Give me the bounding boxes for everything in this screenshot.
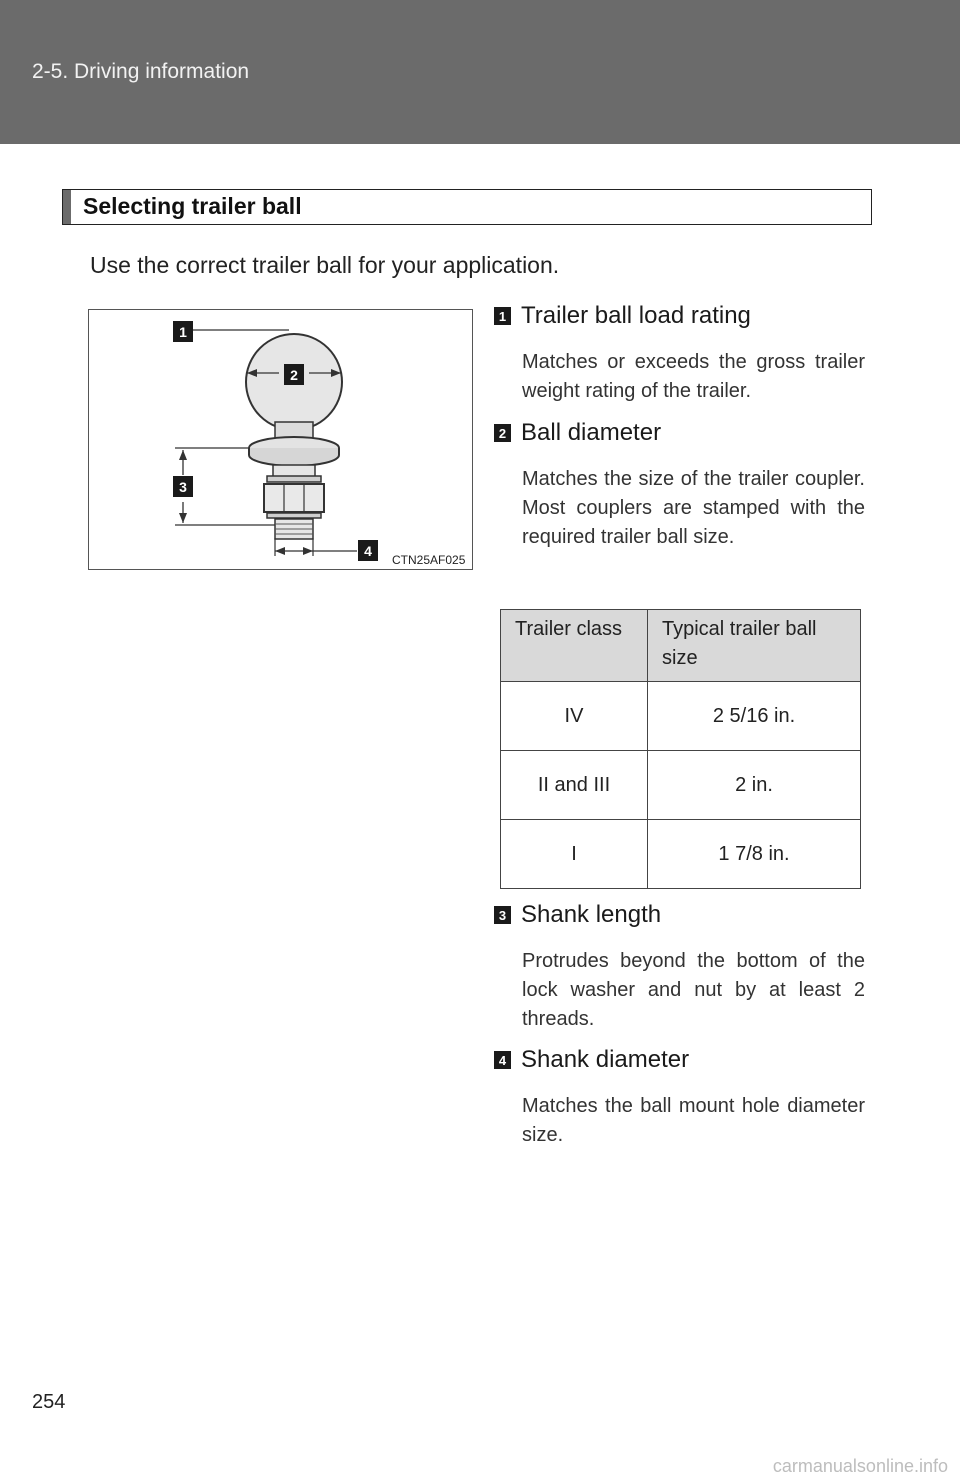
item-1-badge: 1 (494, 307, 511, 325)
item-3-heading: 3 Shank length (494, 901, 661, 929)
item-3-body: Protrudes beyond the bottom of the lock … (522, 950, 865, 1030)
table-cell-size: 2 5/16 in. (647, 681, 861, 751)
section-marker (63, 190, 71, 224)
figure-code: CTN25AF025 (392, 553, 466, 567)
section-title-bar: Selecting trailer ball (62, 189, 872, 225)
item-2-body: Matches the size of the trailer coupler.… (522, 468, 865, 548)
callout-1-label: 1 (179, 324, 187, 340)
table-cell-size: 2 in. (647, 750, 861, 820)
item-4-badge: 4 (494, 1051, 511, 1069)
item-2-title: Ball diameter (521, 419, 662, 446)
trailer-ball-illustration: 1 2 3 4 (173, 321, 378, 561)
item-4-body: Matches the ball mount hole diameter siz… (522, 1095, 865, 1146)
item-1-title: Trailer ball load rating (521, 302, 751, 329)
table-cell-class: II and III (500, 750, 648, 820)
callout-3: 3 (173, 476, 193, 497)
trailer-ball-figure: 1 2 3 4 CTN25AF025 (88, 309, 473, 570)
callout-1: 1 (173, 321, 193, 342)
ball-flange-side (248, 448, 340, 467)
table-header-class: Trailer class (500, 609, 648, 682)
page-number: 254 (32, 1391, 66, 1413)
item-3-badge: 3 (494, 906, 511, 924)
table-row: II and III 2 in. (500, 750, 861, 820)
ball-neck (274, 421, 314, 439)
item-2-heading: 2 Ball diameter (494, 419, 661, 447)
item-1-heading: 1 Trailer ball load rating (494, 302, 751, 330)
trailer-ball-size-table: Trailer class Typical trailer ball size … (500, 609, 861, 889)
item-4-title: Shank diameter (521, 1046, 690, 1073)
item-4-heading: 4 Shank diameter (494, 1046, 689, 1074)
page-header: 2-5. Driving information (0, 0, 960, 144)
item-1-body: Matches or exceeds the gross trailer wei… (522, 351, 865, 402)
callout-4-label: 4 (364, 543, 372, 559)
table-row: I 1 7/8 in. (500, 819, 861, 889)
table-header-size: Typical trailer ball size (647, 609, 861, 682)
table-cell-class: IV (500, 681, 648, 751)
section-title: Selecting trailer ball (83, 193, 302, 219)
table-cell-size: 1 7/8 in. (647, 819, 861, 889)
item-3-title: Shank length (521, 901, 662, 928)
intro-text: Use the correct trailer ball for your ap… (90, 252, 560, 278)
item-2-badge: 2 (494, 424, 511, 442)
table-cell-class: I (500, 819, 648, 889)
callout-2: 2 (284, 364, 304, 385)
watermark: carmanualsonline.info (772, 1456, 948, 1476)
shank-upper (272, 464, 316, 478)
callout-4: 4 (358, 540, 378, 561)
lock-washer (266, 475, 322, 483)
callout-2-label: 2 (290, 367, 298, 383)
table-row: IV 2 5/16 in. (500, 681, 861, 751)
breadcrumb: 2-5. Driving information (32, 60, 250, 83)
hex-nut (263, 483, 325, 513)
callout-3-label: 3 (179, 479, 187, 495)
